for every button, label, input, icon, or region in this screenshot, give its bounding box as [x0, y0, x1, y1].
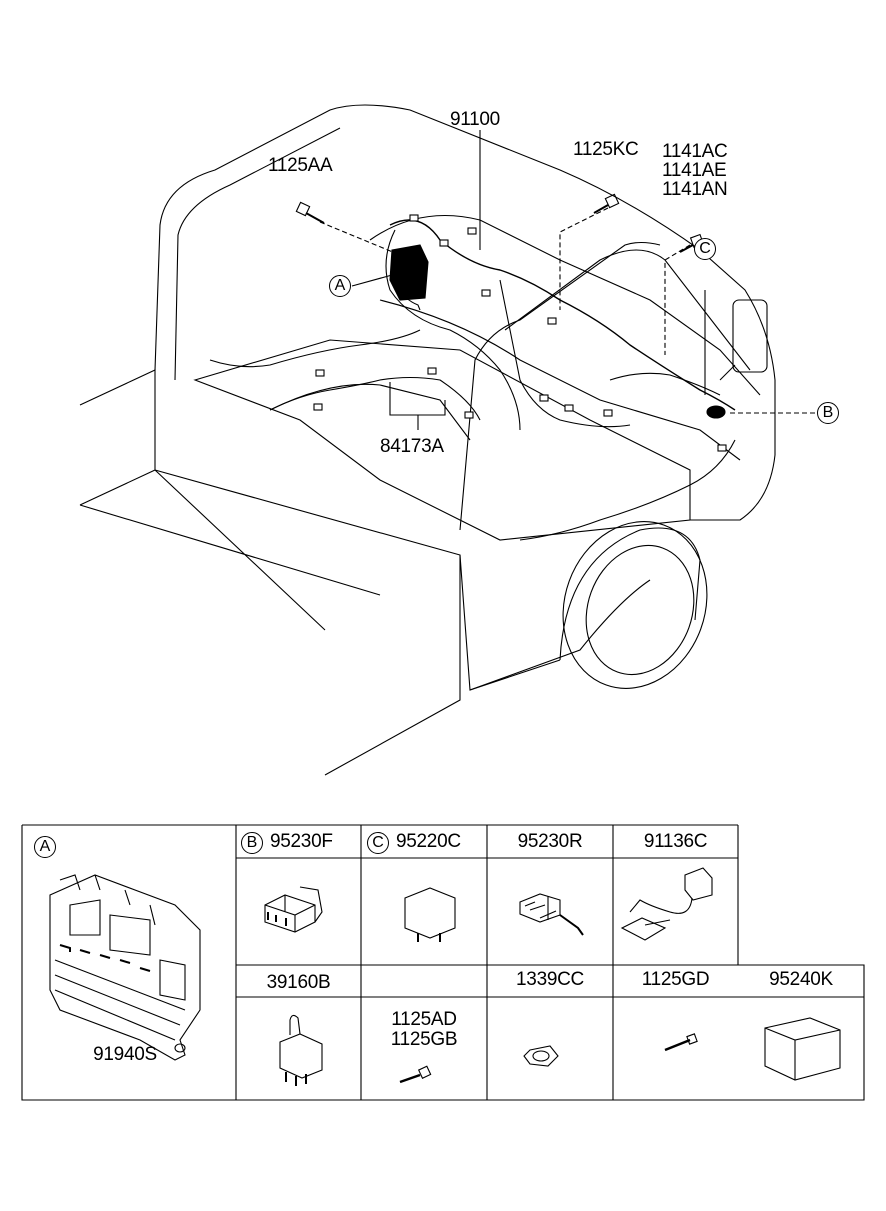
wheel-inner: [585, 544, 695, 676]
harness-branch-2: [209, 329, 421, 368]
sensor-harness-icon: [620, 867, 713, 941]
harness-branch-4: [519, 439, 736, 541]
junction-box-91940s-icon: [49, 874, 201, 1061]
connector-relay-icon: [519, 893, 584, 936]
harness-clips: [313, 214, 727, 452]
fender-arch: [559, 527, 701, 661]
bracket-relay-icon: [279, 1014, 323, 1086]
callout-1125aa: 1125AA: [268, 155, 333, 176]
callout-84173a: 84173A: [380, 436, 444, 457]
harness-branch-3: [269, 376, 481, 421]
harness-branch-6: [609, 372, 721, 396]
part-1125gb: 1125GB: [390, 1029, 458, 1050]
bolt-icon: [399, 1065, 432, 1084]
part-39160b: 39160B: [266, 972, 331, 993]
cab-back-edge: [174, 127, 341, 381]
part-95220c: 95220C: [396, 831, 461, 852]
floor-plane: [193, 339, 691, 541]
part-95230r: 95230R: [517, 831, 583, 852]
table-marker-a: A: [34, 836, 56, 858]
callout-1141ae: 1141AE: [662, 160, 727, 181]
leader-1125aa: [319, 221, 401, 256]
relay-c-icon: [404, 887, 456, 942]
table-marker-b: B: [241, 832, 263, 854]
leader-a: [351, 274, 393, 287]
bed-bottom: [79, 469, 381, 631]
bed-left-edge: [79, 369, 156, 506]
mirror: [732, 299, 768, 373]
vehicle-wiring-diagram: [79, 104, 815, 776]
relay-b-icon: [264, 886, 323, 933]
windshield-frame: [504, 249, 751, 371]
dash-top: [369, 214, 761, 396]
bed-floor: [154, 469, 461, 776]
part-1339cc: 1339CC: [516, 969, 584, 990]
callout-91100: 91100: [450, 109, 500, 130]
junction-box-a: [389, 244, 429, 301]
screw-icon: [664, 1033, 698, 1052]
part-95230f: 95230F: [270, 831, 333, 852]
leader-1125kc: [559, 207, 609, 310]
part-95240k: 95240K: [769, 969, 833, 990]
cab-outline: [154, 104, 776, 521]
table-marker-c: C: [367, 832, 389, 854]
marker-c: C: [694, 238, 716, 260]
door-frame: [469, 579, 651, 691]
part-91940s: 91940S: [93, 1044, 157, 1065]
callout-1141ac: 1141AC: [662, 141, 728, 162]
nut-icon: [523, 1045, 559, 1067]
marker-b: B: [817, 402, 839, 424]
bolt-1125aa-icon: [295, 201, 325, 224]
part-1125ad: 1125AD: [391, 1009, 457, 1030]
module-box-icon: [764, 1017, 841, 1081]
part-91136c: 91136C: [643, 831, 708, 852]
callout-1125kc: 1125KC: [573, 139, 639, 160]
a-pillar: [459, 241, 661, 531]
wheel-outer: [562, 521, 708, 689]
part-1125gd: 1125GD: [641, 969, 710, 990]
leader-84173a: [389, 382, 446, 430]
callout-1141an: 1141AN: [662, 179, 728, 200]
bolt-1125kc-icon: [593, 193, 620, 214]
relay-b-location: [706, 405, 726, 419]
harness-branch-5: [499, 279, 631, 428]
marker-a: A: [329, 275, 351, 297]
